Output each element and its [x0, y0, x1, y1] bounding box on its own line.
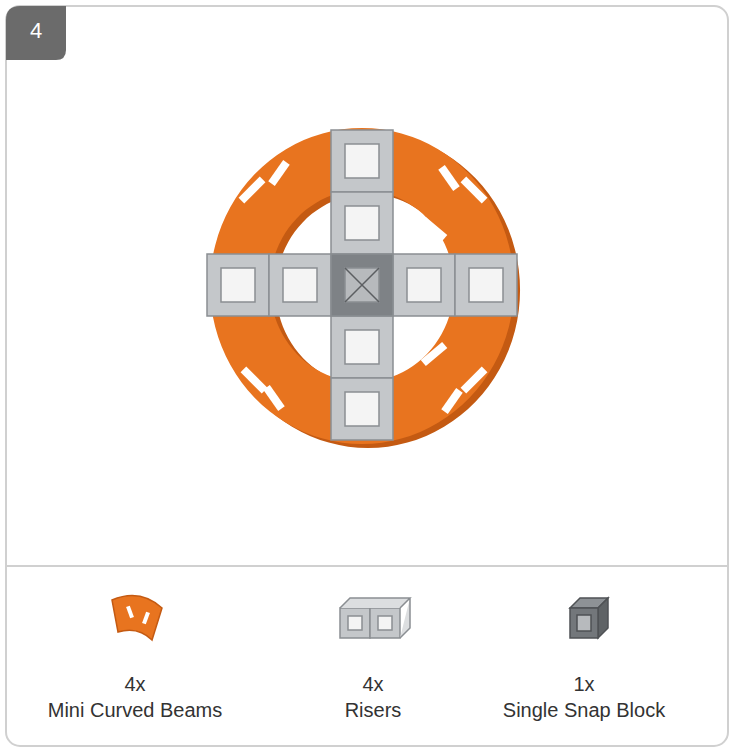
- part-quantity: 4x: [362, 672, 383, 696]
- mini-curved-beam-icon: [112, 596, 162, 641]
- part-name: Single Snap Block: [503, 698, 665, 722]
- divider: [7, 565, 727, 567]
- step-number: 4: [30, 18, 42, 44]
- part-name: Risers: [345, 698, 402, 722]
- step-badge: [6, 6, 66, 60]
- part-name: Mini Curved Beams: [48, 698, 223, 722]
- single-snap-block-icon: [570, 598, 608, 638]
- riser-cross: [207, 130, 517, 440]
- step-card: [6, 6, 728, 746]
- riser-icon: [340, 598, 410, 638]
- part-quantity: 4x: [124, 672, 145, 696]
- part-quantity: 1x: [573, 672, 594, 696]
